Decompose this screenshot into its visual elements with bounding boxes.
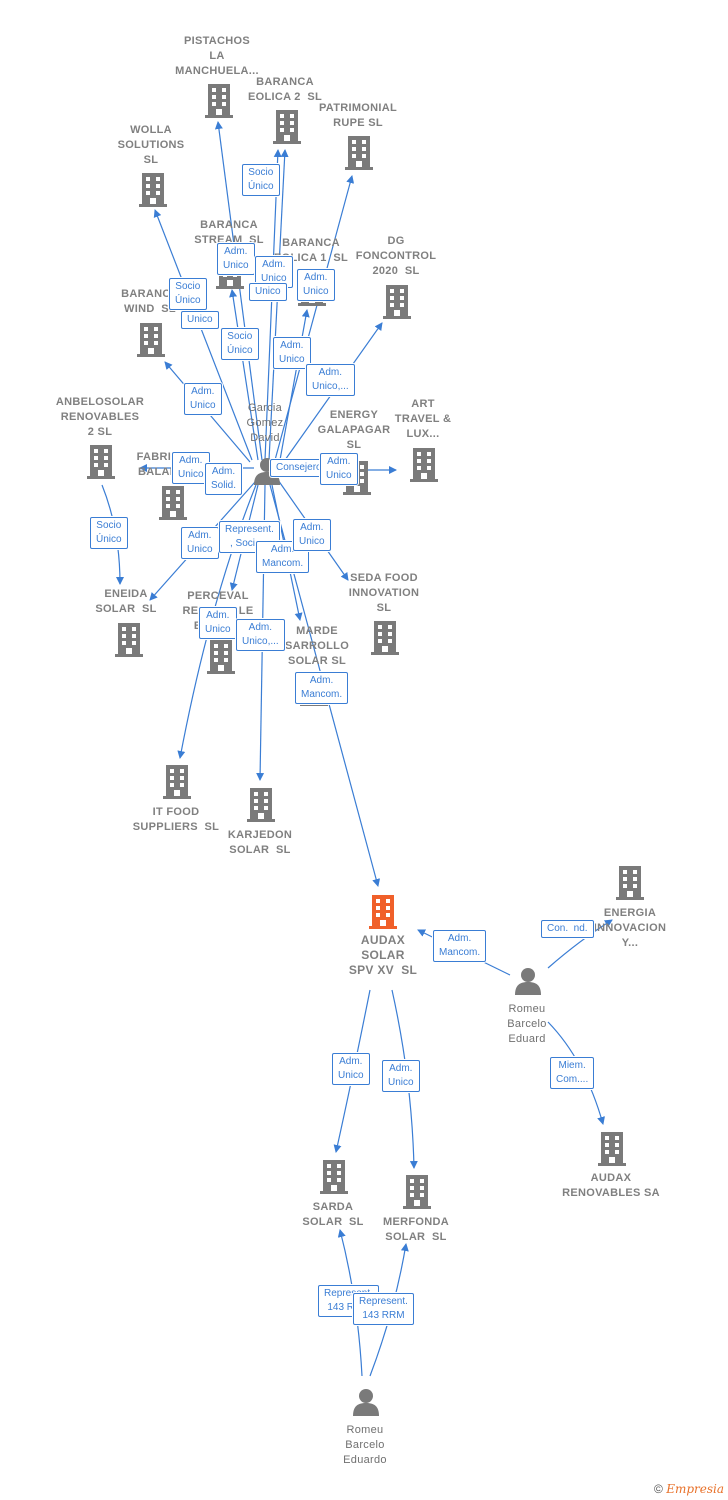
building-icon[interactable] [598, 1132, 626, 1166]
building-icon[interactable] [163, 765, 191, 799]
company-label[interactable]: DG FONCONTROL 2020 SL [355, 235, 437, 277]
building-icon[interactable] [247, 788, 275, 822]
edge-garcia-baranca2-a [264, 149, 282, 461]
relation-label: Socio Único [169, 278, 207, 310]
company-label[interactable]: ENERGY GALAPAGAR SL [317, 409, 391, 451]
building-icon[interactable] [87, 445, 115, 479]
focus-company-label[interactable]: AUDAX SOLAR SPV XV SL [348, 933, 418, 977]
relation-label: Adm. Unico [273, 337, 311, 369]
building-icon[interactable] [159, 486, 187, 520]
building-icon[interactable] [345, 136, 373, 170]
company-label[interactable]: BARANCA EOLICA 2 SL [247, 76, 323, 103]
company-label[interactable]: WOLLA SOLUTIONS SL [117, 124, 185, 166]
company-label[interactable]: KARJEDON SOLAR SL [227, 829, 293, 856]
building-icon[interactable] [205, 84, 233, 118]
edge-garcia-pistachos [214, 121, 263, 461]
building-icon[interactable] [383, 285, 411, 319]
person-label[interactable]: Garcia Gomez David [246, 402, 284, 444]
relation-label: Adm. Unico [217, 243, 255, 275]
company-label[interactable]: IT FOOD SUPPLIERS SL [132, 806, 220, 833]
person-icon[interactable] [353, 1389, 379, 1416]
relation-label: Adm. Unico [184, 383, 222, 415]
building-icon[interactable] [139, 173, 167, 207]
edge-romeu1-energia [547, 919, 613, 969]
relation-label: Adm. Unico [293, 519, 331, 551]
brand-logo: Empresia [666, 1482, 724, 1496]
building-icon[interactable] [369, 895, 397, 929]
relation-label: Adm. Unico [332, 1053, 370, 1085]
relation-label: Adm. Solid. [205, 463, 243, 495]
relation-label: Adm. Unico [382, 1060, 420, 1092]
edge-garcia-baranca1 [279, 309, 310, 461]
relation-label: Adm. Unico,... [306, 364, 355, 396]
relation-label: Adm. Mancom. [295, 672, 349, 704]
company-label[interactable]: FABRIC BALAN [136, 451, 180, 478]
building-icon[interactable] [320, 1160, 348, 1194]
building-icon[interactable] [137, 323, 165, 357]
relation-label: Adm. Unico [320, 453, 358, 485]
edge-garcia-patrimonial [274, 175, 355, 461]
company-label[interactable]: SARDA SOLAR SL [302, 1201, 364, 1228]
company-label[interactable]: BARANCA WIND SL [121, 288, 179, 315]
building-icon[interactable] [616, 866, 644, 900]
company-label[interactable]: PATRIMONIAL RUPE SL [318, 102, 398, 129]
relation-label: Adm. Mancom. [433, 930, 487, 962]
relation-label: Socio Único [221, 328, 259, 360]
company-label[interactable]: PISTACHOS LA MANCHUELA... [175, 35, 259, 77]
copyright-symbol: © [654, 1482, 663, 1496]
relation-label: Adm. Unico [181, 527, 219, 559]
relation-label: Adm. Unico [199, 607, 237, 639]
company-label[interactable]: AUDAX RENOVABLES SA [562, 1172, 660, 1199]
relation-label: Adm. Unico [297, 269, 335, 301]
relation-label: Unico [249, 283, 287, 301]
company-label[interactable]: ANBELOSOLAR RENOVABLES 2 SL [55, 396, 145, 438]
building-icon[interactable] [371, 621, 399, 655]
company-label[interactable]: ART TRAVEL & LUX... [394, 398, 452, 440]
building-icon[interactable] [115, 623, 143, 657]
relation-label: Adm. Unico,... [236, 619, 285, 651]
edge-garcia-baranca2-b [268, 149, 289, 461]
edge-garcia-stream [229, 289, 259, 461]
edge-garcia-wolla [153, 209, 253, 461]
relation-label: Socio Único [90, 517, 128, 549]
building-icon[interactable] [410, 448, 438, 482]
relation-label: Unico [181, 311, 219, 329]
relation-label: Represent. 143 RRM [353, 1293, 414, 1325]
building-icon[interactable] [403, 1175, 431, 1209]
relation-label: Miem. Com.... [550, 1057, 595, 1089]
footer-credit[interactable]: © Empresia [654, 1482, 724, 1496]
relation-label: Adm. Unico [172, 452, 210, 484]
building-icon[interactable] [273, 110, 301, 144]
person-label[interactable]: Romeu Barcelo Eduardo [343, 1424, 387, 1466]
company-label[interactable]: ENERGIA INNOVACION Y... [593, 907, 667, 949]
relation-label: Consejero [270, 459, 328, 477]
person-icon[interactable] [515, 968, 541, 995]
company-label[interactable]: SEDA FOOD INNOVATION SL [348, 572, 420, 614]
person-label[interactable]: Romeu Barcelo Eduard [507, 1003, 547, 1045]
relation-label: Con. nd. [541, 920, 594, 938]
company-label[interactable]: MERFONDA SOLAR SL [383, 1216, 449, 1243]
company-label[interactable]: ENEIDA SOLAR SL [95, 588, 157, 615]
relation-label: Socio Único [242, 164, 280, 196]
relation-label: Adm. Mancom. [256, 541, 310, 573]
building-icon[interactable] [207, 640, 235, 674]
company-label[interactable]: MARDE SARROLLO SOLAR SL [284, 625, 350, 667]
